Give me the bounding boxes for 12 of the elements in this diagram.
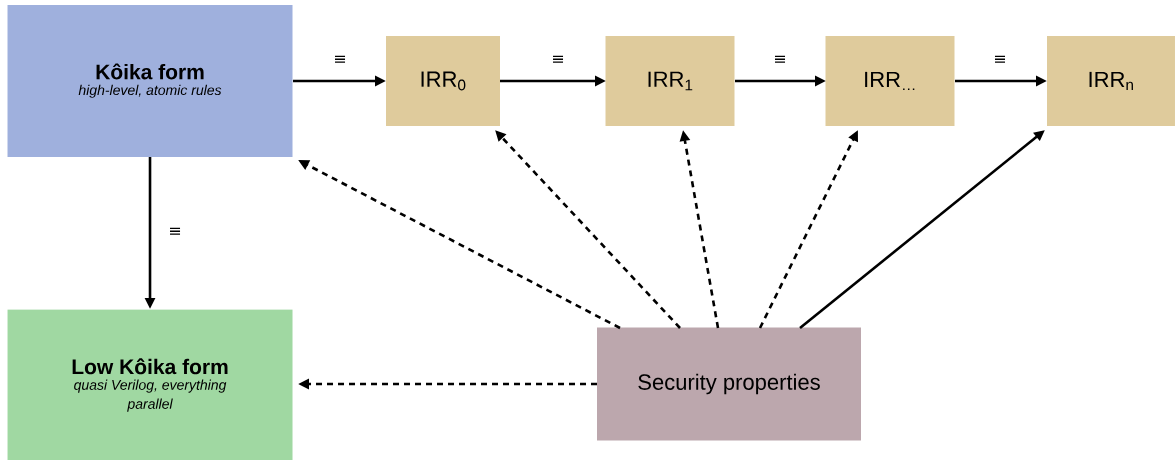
edge-label: ≡ [167,226,183,238]
stage-box: IRR$_{1}$ [605,36,735,126]
edge-label: ≡ [550,54,566,66]
edge-label: ≡ [992,54,1008,66]
properties-box: Security properties [597,327,861,441]
form-box: Low Kôika form quasi Verilog, everything parallel [7,309,293,460]
edge-label: ≡ [332,54,348,66]
form-box: Kôika form high-level, atomic rules [7,5,293,157]
edge-label: ≡ [772,54,788,66]
stage-box: IRR$_{n}$ [1047,36,1175,126]
stage-box: IRR$_{…}$ [825,36,955,126]
stage-box: IRR$_{0}$ [386,36,500,126]
